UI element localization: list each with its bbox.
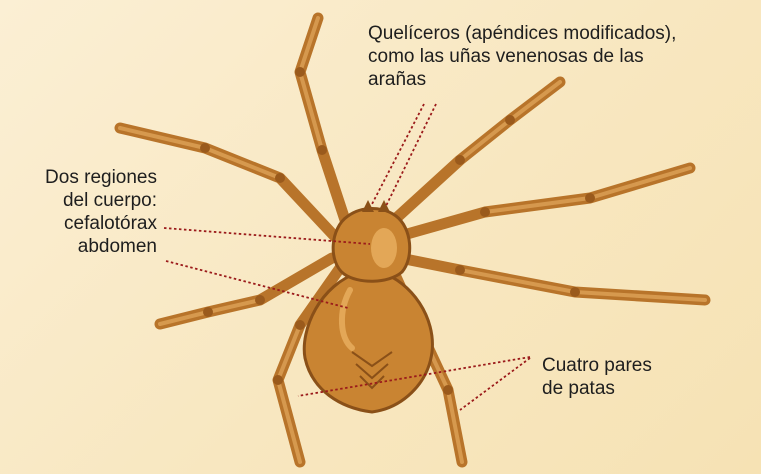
label-chelicerae-line3: arañas [368,69,427,90]
label-legs-line2: de patas [542,378,615,399]
leader-cephalothorax [163,227,371,245]
abdomen [302,270,434,414]
chelicera-left [362,200,374,212]
leg-right-3 [394,252,711,306]
label-legs: Cuatro pares de patas [542,354,652,400]
leader-chelicera-2 [385,103,437,207]
label-body-regions: Dos regiones del cuerpo: cefalotórax abd… [45,166,157,258]
label-chelicerae-line2: como las uñas venenosas de las [368,46,644,67]
leader-chelicera-1 [370,103,425,207]
label-chelicerae-line1: Quelíceros (apéndices modificados), [368,23,677,44]
label-body-line2: del cuerpo: [62,190,157,211]
label-chelicerae: Quelíceros (apéndices modificados), como… [368,22,676,91]
label-body-line1: Dos regiones [45,167,157,188]
spider-body [302,200,434,414]
label-abdomen: abdomen [77,236,157,257]
chelicera-right [378,200,390,212]
leader-abdomen [165,260,349,309]
label-legs-line1: Cuatro pares [542,355,652,376]
leader-leg-right [459,357,531,411]
spider-legs [114,12,711,468]
label-cephalothorax: cefalotórax [64,213,157,234]
leader-leg-left [297,356,531,397]
leader-lines [163,103,531,411]
